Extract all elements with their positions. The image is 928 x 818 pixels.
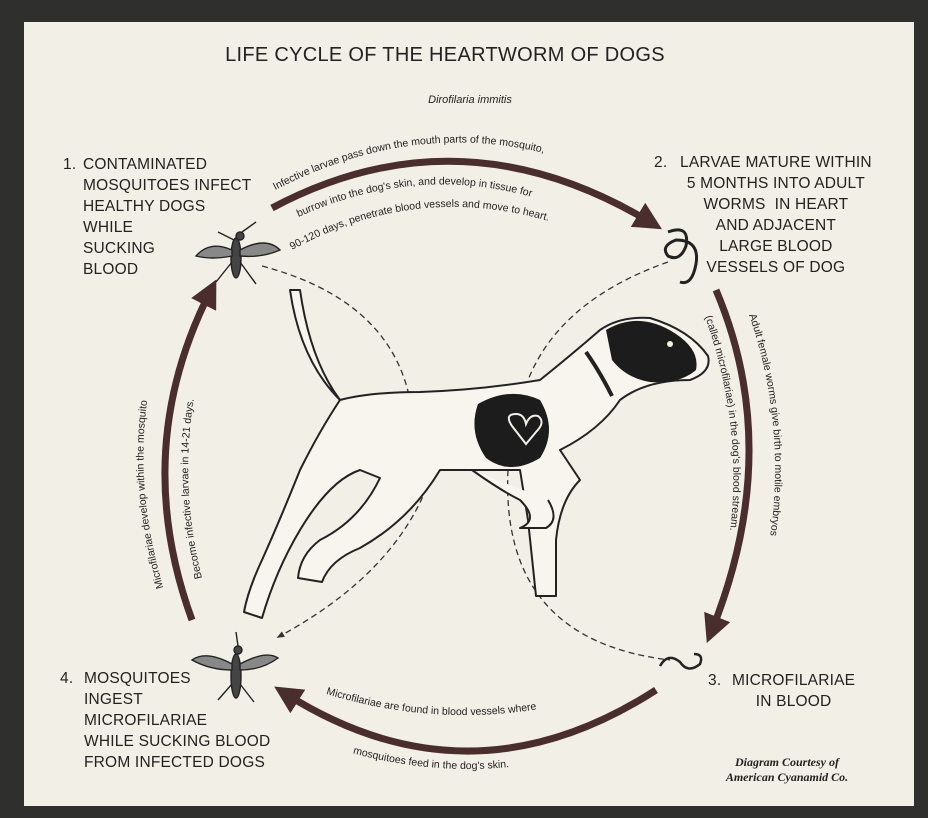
diagram-subtitle: Dirofilaria immitis (370, 94, 570, 106)
credit-line-2: American Cyanamid Co. (672, 770, 902, 785)
microfilaria-icon (660, 654, 701, 669)
step-text: LARVAE MATURE WITHIN 5 MONTHS INTO ADULT… (680, 152, 872, 278)
caption-left-outer: Microfilariae develop within the mosquit… (134, 399, 166, 590)
step-number: 1. (63, 154, 76, 175)
caption-right-outer: Adult female worms give birth to motile … (746, 312, 784, 537)
step-number: 3. (708, 670, 721, 691)
step-4-label: 4. MOSQUITOES INGEST MICROFILARIAE WHILE… (60, 668, 300, 778)
step-text: CONTAMINATED MOSQUITOES INFECT HEALTHY D… (83, 154, 251, 280)
step-1-label: 1. CONTAMINATED MOSQUITOES INFECT HEALTH… (63, 154, 263, 284)
step-2-label: 2. LARVAE MATURE WITHIN 5 MONTHS INTO AD… (654, 152, 894, 292)
step-number: 4. (60, 668, 73, 689)
dog-eye (667, 341, 673, 347)
caption-left-inner: Become infective larvae in 14-21 days. (179, 398, 205, 581)
step-text: MOSQUITOES INGEST MICROFILARIAE WHILE SU… (84, 668, 270, 773)
diagram-title: LIFE CYCLE OF THE HEARTWORM OF DOGS (195, 44, 695, 67)
arrow-top (272, 161, 650, 222)
credit-note: Diagram Courtesy of American Cyanamid Co… (672, 755, 902, 785)
step-3-label: 3. MICROFILARIAE IN BLOOD (708, 670, 878, 720)
credit-line-1: Diagram Courtesy of (672, 755, 902, 770)
caption-bottom-inner: Microfilariae are found in blood vessels… (325, 685, 537, 718)
step-text: MICROFILARIAE IN BLOOD (732, 670, 855, 712)
step-number: 2. (654, 152, 667, 173)
